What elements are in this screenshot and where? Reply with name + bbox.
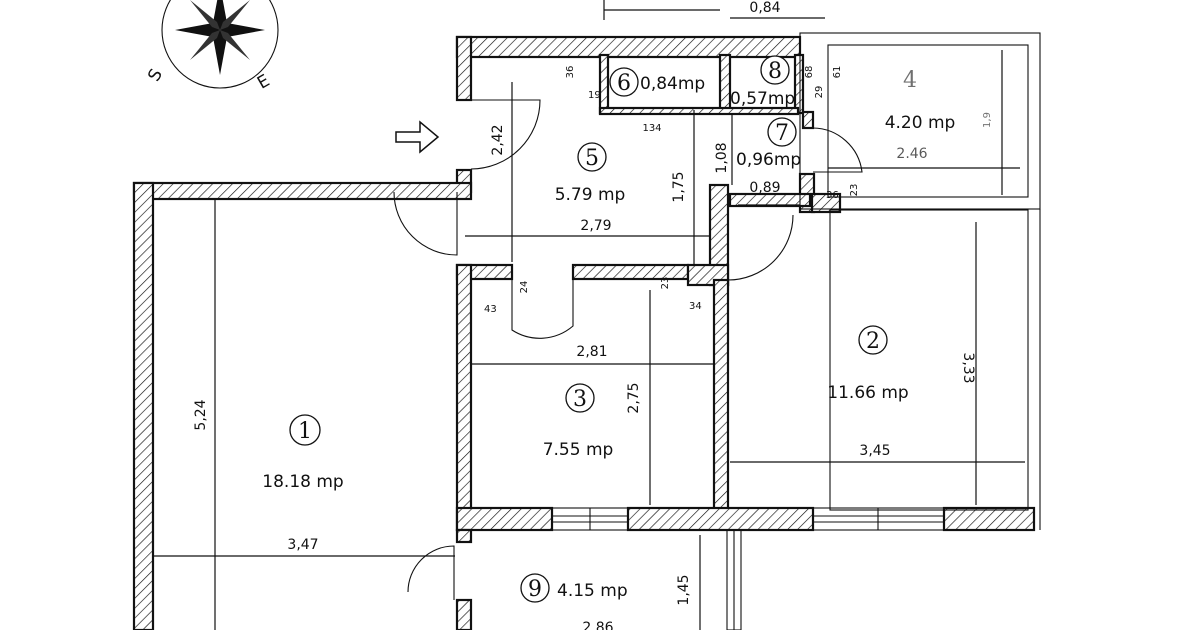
room-8-area: 0,57mp — [730, 89, 795, 109]
wall-label-19: 19 — [588, 90, 601, 101]
wall-label-36a: 36 — [565, 66, 576, 79]
room-1-area: 18.18 mp — [262, 472, 343, 492]
room-7-area: 0,96mp — [736, 150, 801, 170]
wall-label-61: 61 — [832, 66, 843, 79]
wall-label-43: 43 — [484, 304, 497, 315]
entrance-arrow-icon — [395, 120, 440, 154]
room-3-number: 3 — [573, 387, 587, 412]
dim-134: 134 — [642, 123, 661, 134]
room-8-number: 8 — [768, 59, 782, 84]
dim-333: 3,33 — [960, 352, 976, 383]
room-6-area: 0,84mp — [640, 74, 705, 94]
compass-rose: S E — [144, 0, 279, 94]
room-5-number: 5 — [585, 146, 599, 171]
wall-label-23b: 23 — [660, 277, 671, 290]
dim-175: 1,75 — [671, 171, 687, 202]
room-6-number: 6 — [617, 71, 631, 96]
dim-19-right: 1,9 — [982, 112, 993, 128]
room-5-area: 5.79 mp — [555, 185, 626, 205]
room-7-number: 7 — [775, 121, 789, 146]
room-2-number: 2 — [866, 329, 880, 354]
dim-279: 2,79 — [580, 218, 611, 234]
wall-label-29: 29 — [814, 86, 825, 99]
dim-089: 0,89 — [749, 180, 780, 196]
dim-275: 2,75 — [626, 382, 642, 413]
compass-e-label: E — [254, 71, 273, 94]
dim-084-top: 0,84 — [749, 0, 780, 16]
wall-label-23a: 23 — [849, 184, 860, 197]
dimension-lines — [153, 0, 1025, 630]
wall-label-68: 68 — [804, 66, 815, 79]
windows — [551, 507, 945, 630]
dim-246: 2.46 — [896, 146, 927, 162]
room-3-area: 7.55 mp — [543, 440, 614, 460]
dim-108: 1,08 — [714, 142, 730, 173]
dim-145: 1,45 — [676, 574, 692, 605]
room-4-number: 4 — [903, 68, 917, 93]
room-9-number: 9 — [528, 577, 542, 602]
room-9-area: 4.15 mp — [557, 581, 628, 601]
room-4-area: 4.20 mp — [885, 113, 956, 133]
dim-524: 5,24 — [193, 399, 209, 430]
room-markers — [289, 55, 888, 603]
balcony-outline — [799, 32, 1041, 530]
wall-label-34: 34 — [689, 301, 702, 312]
compass-s-label: S — [144, 66, 167, 85]
room-2-area: 11.66 mp — [827, 383, 908, 403]
room-1-number: 1 — [298, 419, 312, 444]
dim-242: 2,42 — [490, 124, 506, 155]
walls — [132, 35, 1036, 630]
dim-347: 3,47 — [287, 537, 318, 553]
dim-281: 2,81 — [576, 344, 607, 360]
wall-label-36b: 36 — [826, 190, 839, 201]
dim-286: 2.86 — [582, 620, 613, 630]
wall-label-24: 24 — [519, 281, 530, 294]
dim-345: 3,45 — [859, 443, 890, 459]
